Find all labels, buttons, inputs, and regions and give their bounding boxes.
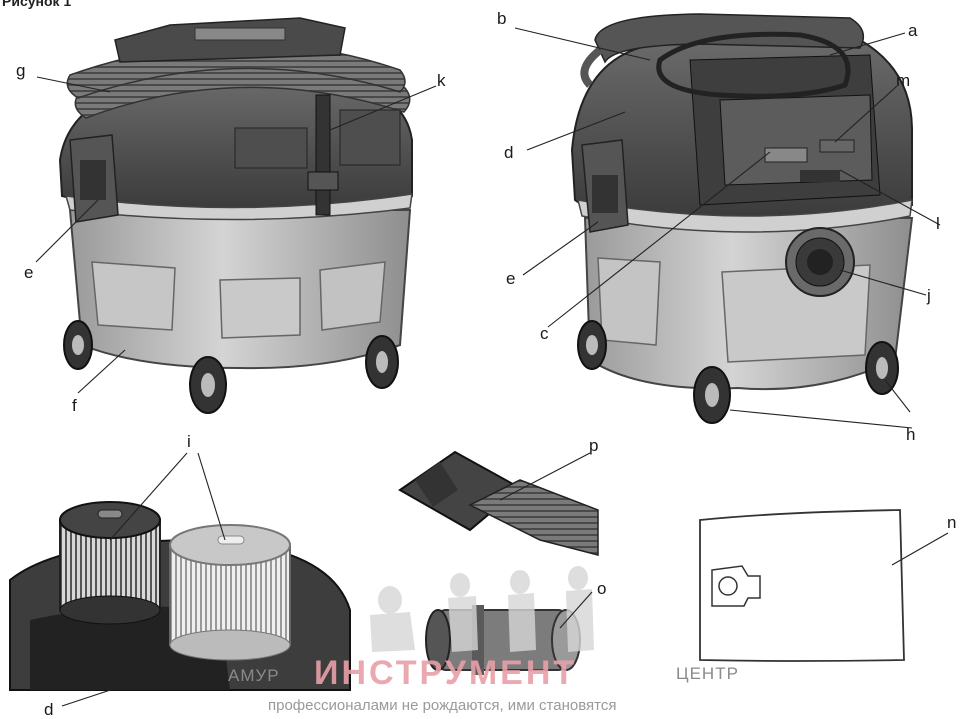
vacuum-front-view — [58, 17, 413, 414]
label-e-right: e — [506, 269, 516, 288]
watermark-silhouettes — [370, 566, 594, 652]
watermark-left-text: АМУР — [228, 666, 280, 685]
figure-heading: Рисунок 1 — [2, 0, 72, 9]
label-o: o — [597, 579, 607, 598]
dust-bag-detail — [699, 509, 905, 662]
label-p: p — [589, 436, 599, 455]
label-g: g — [16, 61, 26, 80]
label-n: n — [947, 513, 957, 532]
label-b: b — [497, 9, 507, 28]
vacuum-rear-view — [570, 13, 914, 424]
label-c: c — [540, 324, 549, 343]
label-i: i — [187, 432, 191, 451]
label-f: f — [72, 396, 77, 415]
hose-end-detail — [398, 450, 599, 556]
filter-detail — [9, 501, 351, 691]
leader-lines — [35, 27, 949, 707]
watermark-right-text: ЦЕНТР — [676, 664, 739, 683]
label-m: m — [896, 71, 911, 90]
watermark-tagline: профессионалами не рождаются, ими станов… — [268, 697, 617, 714]
label-j: j — [927, 286, 931, 305]
label-l: l — [936, 214, 940, 233]
label-d-top: d — [504, 143, 514, 162]
label-h: h — [906, 425, 916, 444]
label-d-bottom: d — [44, 700, 54, 719]
watermark-brand: ИНСТРУМЕНТ — [314, 654, 578, 692]
label-k: k — [437, 71, 446, 90]
label-a: a — [908, 21, 918, 40]
label-e-left: e — [24, 263, 34, 282]
